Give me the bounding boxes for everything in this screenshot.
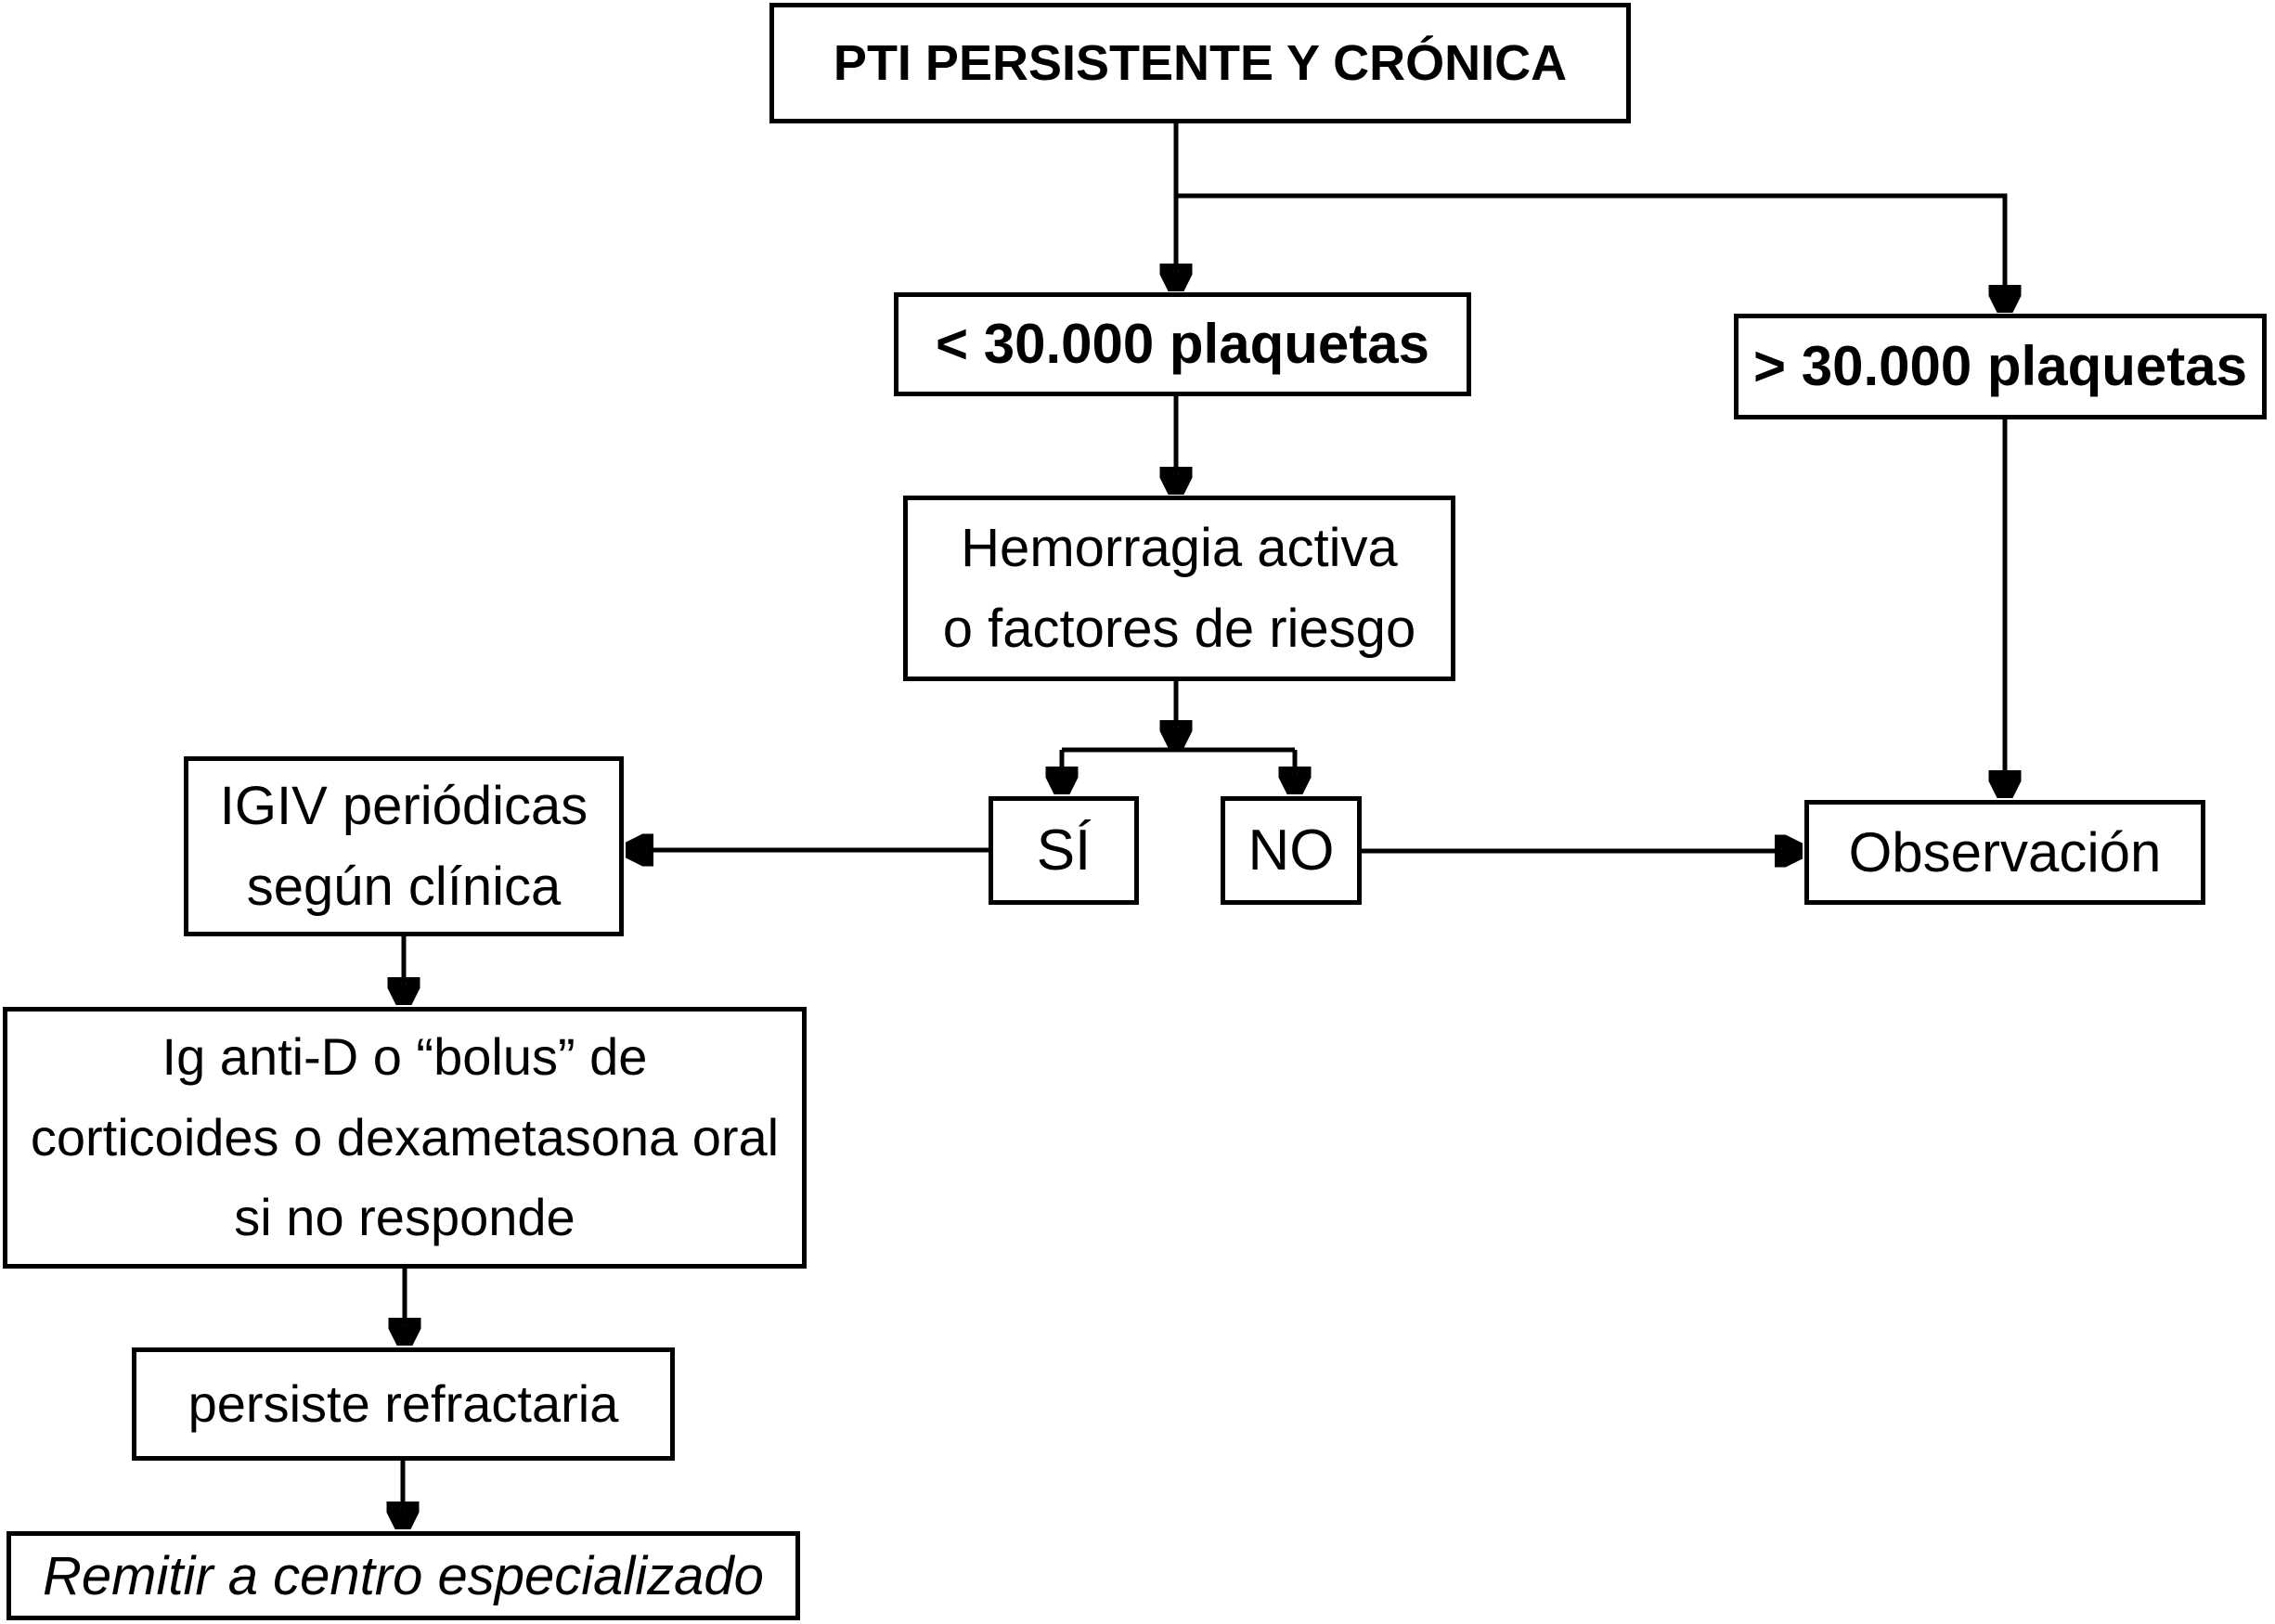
node-yes: SÍ	[989, 796, 1139, 905]
node-ig-anti-d: Ig anti-D o “bolus” de corticoides o dex…	[3, 1007, 807, 1269]
node-over-30000-platelets: > 30.000 plaquetas	[1734, 314, 2267, 419]
node-active-bleeding: Hemorragia activa o factores de riesgo	[903, 496, 1455, 681]
node-no: NO	[1221, 796, 1362, 905]
edge-title-gt30	[1176, 193, 2005, 310]
node-igiv-periodic: IGIV periódicas según clínica	[184, 756, 624, 936]
node-observation: Observación	[1804, 800, 2205, 905]
node-refer-specialized-center: Remitir a centro especializado	[6, 1531, 800, 1620]
node-under-30000-platelets: < 30.000 plaquetas	[894, 292, 1471, 396]
node-persists-refractory: persiste refractaria	[132, 1347, 675, 1461]
node-title: PTI PERSISTENTE Y CRÓNICA	[769, 3, 1631, 123]
